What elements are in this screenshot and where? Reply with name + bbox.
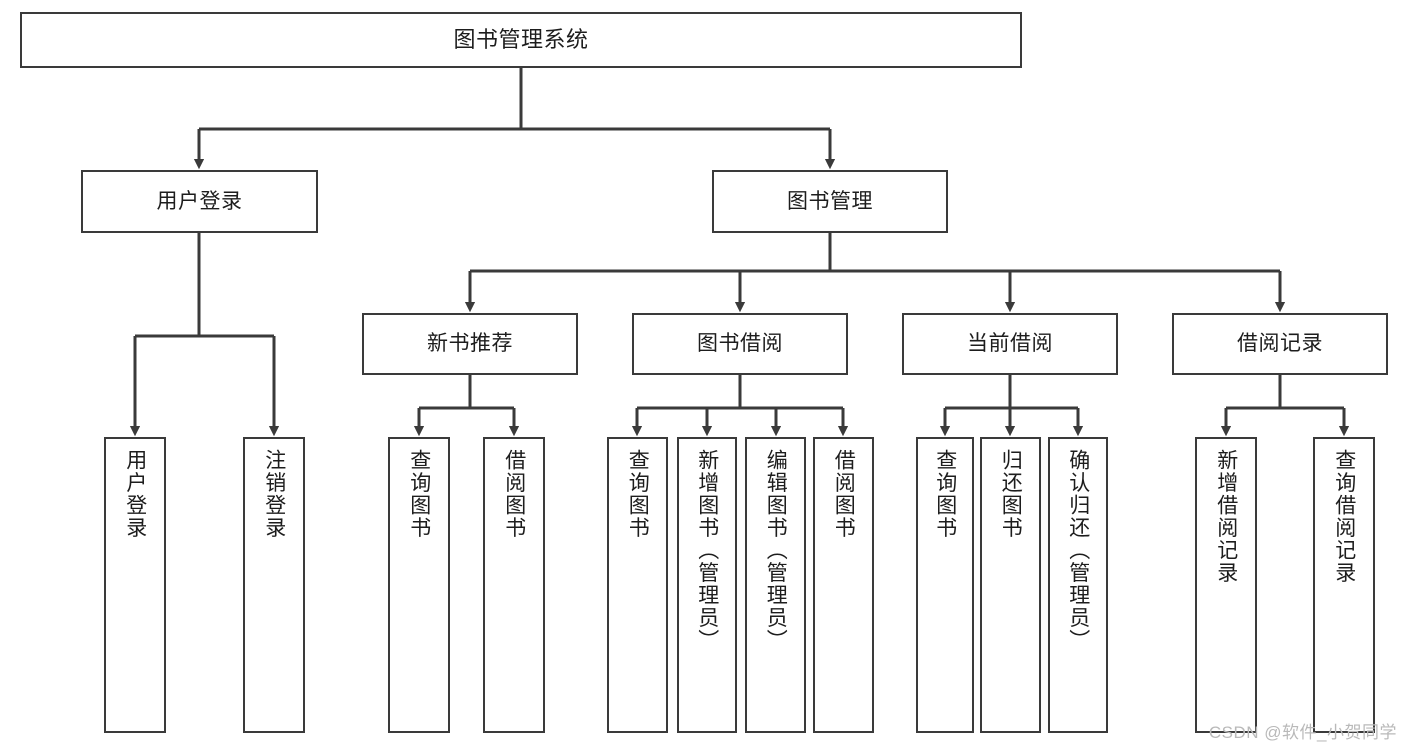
- node-current-borrow[interactable]: 当前借阅: [902, 313, 1118, 375]
- node-label: 查询借阅记录: [1332, 449, 1356, 584]
- node-book-manage[interactable]: 图书管理: [712, 170, 948, 233]
- node-leaf-add-borrow-record[interactable]: 新增借阅记录: [1195, 437, 1257, 733]
- watermark: CSDN @软件_小贺同学: [1208, 723, 1397, 742]
- node-leaf-add-book[interactable]: 新增图书（管理员）: [677, 437, 737, 733]
- node-label: 查询图书: [933, 449, 957, 539]
- node-label: 用户登录: [156, 189, 243, 213]
- node-leaf-logout-login[interactable]: 注销登录: [243, 437, 305, 733]
- node-label: 图书借阅: [697, 332, 783, 356]
- node-label: 图书管理系统: [453, 26, 589, 52]
- node-leaf-edit-book[interactable]: 编辑图书（管理员）: [745, 437, 806, 733]
- node-label: 注销登录: [262, 449, 286, 539]
- node-leaf-return-book[interactable]: 归还图书: [980, 437, 1041, 733]
- node-label: 用户登录: [123, 449, 147, 539]
- node-label: 当前借阅: [967, 332, 1053, 356]
- node-leaf-borrow-book[interactable]: 借阅图书: [813, 437, 874, 733]
- node-label: 新增图书（管理员）: [695, 449, 719, 652]
- node-label: 查询图书: [407, 449, 431, 539]
- node-borrow-record[interactable]: 借阅记录: [1172, 313, 1388, 375]
- node-new-book-recommend[interactable]: 新书推荐: [362, 313, 578, 375]
- node-label: 编辑图书（管理员）: [764, 449, 788, 652]
- node-user-login[interactable]: 用户登录: [81, 170, 318, 233]
- node-label: 借阅图书: [832, 449, 856, 539]
- node-leaf-query-book-new[interactable]: 查询图书: [388, 437, 450, 733]
- node-label: 确认归还（管理员）: [1066, 449, 1090, 652]
- node-root-system[interactable]: 图书管理系统: [20, 12, 1022, 68]
- node-leaf-query-borrow-record[interactable]: 查询借阅记录: [1313, 437, 1375, 733]
- node-label: 借阅记录: [1237, 332, 1323, 356]
- node-leaf-query-book-borrow[interactable]: 查询图书: [607, 437, 668, 733]
- node-leaf-query-book-current[interactable]: 查询图书: [916, 437, 974, 733]
- node-label: 查询图书: [626, 449, 650, 539]
- node-label: 图书管理: [787, 189, 873, 213]
- node-label: 归还图书: [999, 449, 1023, 539]
- node-book-borrow[interactable]: 图书借阅: [632, 313, 848, 375]
- node-leaf-user-login[interactable]: 用户登录: [104, 437, 166, 733]
- node-label: 新书推荐: [427, 332, 513, 356]
- node-leaf-confirm-return[interactable]: 确认归还（管理员）: [1048, 437, 1108, 733]
- node-label: 借阅图书: [502, 449, 526, 539]
- node-leaf-borrow-book-new[interactable]: 借阅图书: [483, 437, 545, 733]
- node-label: 新增借阅记录: [1214, 449, 1238, 584]
